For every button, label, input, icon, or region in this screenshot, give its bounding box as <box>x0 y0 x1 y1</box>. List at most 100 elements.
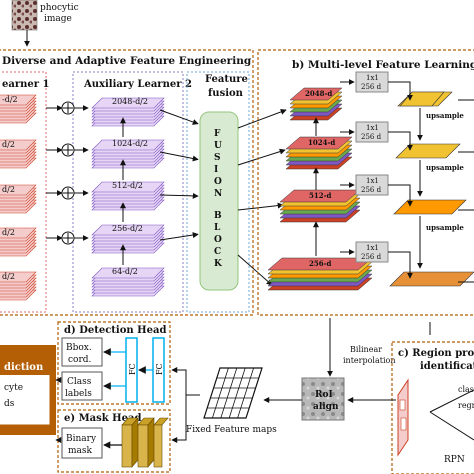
conv-to-merge-arrow <box>388 251 413 279</box>
fusion-to-pyramid-arrow <box>237 109 287 129</box>
class-label-2: labels <box>65 389 92 399</box>
section-b-frame <box>257 49 474 316</box>
learner2-stack-label: 256-d/2 <box>112 224 143 233</box>
roi-align-block <box>301 377 345 421</box>
input-caption-1: phocytic <box>40 3 79 13</box>
fusion-to-pyramid-arrow <box>237 148 286 166</box>
learner1-stack-label: d/2 <box>2 272 15 281</box>
merged-feature-map <box>393 199 467 215</box>
binary-label-2: mask <box>68 446 93 456</box>
plus-circle-icon <box>61 101 75 115</box>
pyramid-label: 256-d <box>309 259 332 268</box>
learner1-title: earner 1 <box>2 79 49 90</box>
fusion-frame <box>186 71 250 313</box>
roi-label-1: RoI <box>315 390 333 400</box>
learner2-stack <box>91 224 165 254</box>
class-box <box>61 371 103 401</box>
plus-circle-icon <box>61 186 75 200</box>
bilinear-label-1: Bilinear <box>350 345 382 354</box>
upsample-label: upsample <box>426 111 464 120</box>
pyramid-stack <box>279 189 361 223</box>
rpn-regr-label: regr <box>458 401 474 410</box>
conv-label-2: 256 d <box>361 133 382 141</box>
conv-label-2: 256 d <box>361 186 382 194</box>
rpn-class-label: class <box>458 385 474 394</box>
plus-circle-icon <box>61 143 75 157</box>
learner2-to-fusion-arrow <box>159 109 199 125</box>
conv-to-merge-arrow <box>388 184 413 207</box>
bbox-label-2: cord. <box>68 355 92 365</box>
learner2-stack-label: 512-d/2 <box>112 181 143 190</box>
bbox-label-1: Bbox. <box>66 343 92 353</box>
learner1-stack <box>0 184 37 214</box>
section-a-frame <box>0 49 254 316</box>
input-caption-2: image <box>44 14 72 24</box>
learner2-stack <box>91 181 165 211</box>
fusion-letter: I <box>214 165 218 175</box>
fusion-letter: K <box>214 259 223 269</box>
merged-feature-map <box>395 143 461 159</box>
learner2-to-fusion-arrow <box>159 232 199 241</box>
conv-to-merge-arrow <box>388 131 413 151</box>
fusion-to-pyramid-arrow <box>237 202 284 211</box>
learner1-stack <box>0 94 37 124</box>
learner1-frame <box>0 71 47 313</box>
fusion-letter: O <box>214 177 222 187</box>
learner1-stack-label: d/2 <box>2 185 15 194</box>
bilinear-label-2: interpolation <box>343 356 396 365</box>
conv-label-2: 256 d <box>361 253 382 261</box>
conv-label-1: 1x1 <box>366 177 379 185</box>
prediction-line-3: ds <box>4 399 15 409</box>
conv-to-merge-arrow <box>388 81 413 101</box>
maps-to-detection-arrow <box>171 367 187 395</box>
upsample-label: upsample <box>426 223 464 232</box>
binary-mask-box <box>61 427 103 459</box>
pyramid-stack <box>267 257 373 291</box>
fusion-letter: U <box>214 141 222 151</box>
rpn-branch-2 <box>429 411 474 441</box>
learner2-stack-label: 64-d/2 <box>112 267 138 276</box>
merged-feature-map <box>389 271 474 287</box>
learner1-stack-label: d/2 <box>2 140 15 149</box>
learner2-stack <box>91 139 165 169</box>
fixed-maps-label: Fixed Feature maps <box>186 425 277 435</box>
pyramid-label: 1024-d <box>308 138 335 147</box>
fusion-title-2: fusion <box>208 88 244 99</box>
section-c-frame <box>391 341 474 474</box>
pyramid-label: 2048-d <box>305 89 332 98</box>
upsample-column: upsample upsample upsample <box>388 81 474 287</box>
fusion-letter: C <box>214 247 221 257</box>
section-e-title: e) Mask Head <box>64 413 141 424</box>
learner2-stack <box>91 97 165 127</box>
prediction-title-bar <box>0 355 54 375</box>
mask-conv-stack <box>121 417 169 468</box>
conv-label-1: 1x1 <box>366 124 379 132</box>
learner1-stack <box>0 271 37 301</box>
fusion-block <box>199 111 239 291</box>
section-c-title-1: c) Region propos <box>398 348 474 359</box>
section-d-title: d) Detection Head <box>64 325 166 336</box>
conv-label-1: 1x1 <box>366 74 379 82</box>
prediction-title: diction <box>4 362 44 373</box>
learner2-to-fusion-arrow <box>159 192 199 199</box>
binary-label-1: Binary <box>66 434 97 444</box>
fc-label-2: FC <box>155 363 164 375</box>
rpn-label: RPN <box>444 455 465 465</box>
fusion-letter: L <box>214 223 221 233</box>
section-a-title: Diverse and Adaptive Feature Engineering <box>2 55 252 67</box>
fusion-letter: N <box>214 189 222 199</box>
upsample-label: upsample <box>426 163 464 172</box>
pyramid-stack <box>289 87 343 121</box>
fusion-to-pyramid-arrow <box>237 254 273 286</box>
learner1-stack <box>0 227 37 257</box>
section-c-title-2: identification <box>420 361 474 372</box>
section-b-title: b) Multi-level Feature Learning <box>292 59 474 71</box>
fc-layer-1 <box>125 337 138 403</box>
